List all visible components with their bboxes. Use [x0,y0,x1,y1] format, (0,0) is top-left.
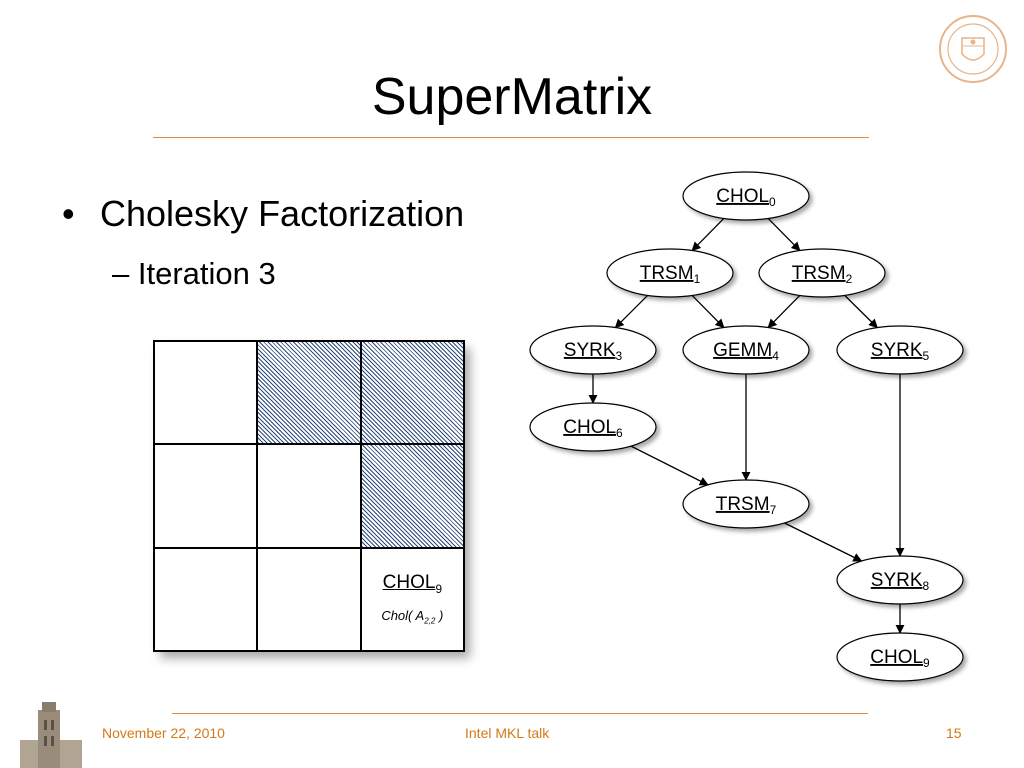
dag-node-trsm1: TRSM1 [606,248,734,298]
dag-edge-chol0-trsm1 [691,218,725,252]
dag-edge-chol0-trsm2 [767,218,801,252]
dag-edge-chol6-trsm7 [630,445,709,486]
dag-node-syrk8: SYRK8 [836,555,964,605]
dag-node-label: SYRK8 [871,570,930,593]
bullet-item: •Cholesky Factorization [62,193,465,234]
matrix-block-2-0 [153,546,259,652]
slide-title: SuperMatrix [371,68,653,126]
dag-edge-trsm7-syrk8 [784,522,863,562]
dag-node-label: TRSM2 [792,263,853,286]
dag-node-chol6: CHOL6 [529,402,657,452]
dag-node-syrk5: SYRK5 [836,325,964,375]
matrix-block-label: CHOL9 [382,571,442,596]
footer-divider [172,713,868,714]
dag-node-trsm2: TRSM2 [758,248,886,298]
matrix-block-1-1 [256,443,362,549]
dag-edge-trsm2-gemm4 [767,295,801,329]
dag-edge-trsm2-syrk5 [844,294,878,329]
dag-node-chol0: CHOL0 [682,171,810,221]
dag-node-label: SYRK3 [564,340,623,363]
title-divider [153,137,869,138]
dag-node-label: CHOL6 [563,417,623,440]
subbullet-item: – Iteration 3 [112,256,276,291]
dag-node-label: SYRK5 [871,340,930,363]
page-number: 15 [946,725,962,741]
matrix-block-formula: Chol( A2,2 ) [381,607,444,626]
dag-edge-trsm1-syrk3 [614,294,649,329]
bullet-text: Cholesky Factorization [100,193,465,234]
university-seal-icon [939,15,1007,83]
dag-node-label: CHOL9 [870,647,930,670]
matrix-block-1-2 [359,443,465,549]
dag-node-chol9: CHOL9 [836,632,964,682]
tower-photo-icon [0,700,96,768]
dag-node-gemm4: GEMM4 [682,325,810,375]
dag-node-label: CHOL0 [716,186,776,209]
dag-node-label: TRSM1 [640,263,701,286]
footer-date: November 22, 2010 [102,725,225,741]
footer-center: Intel MKL talk [465,725,550,741]
dag-node-label: TRSM7 [716,494,777,517]
dag-node-trsm7: TRSM7 [682,479,810,529]
dag-node-syrk3: SYRK3 [529,325,657,375]
matrix-block-0-1 [256,340,362,446]
dag-node-label: GEMM4 [713,340,779,363]
dag-edge-trsm1-gemm4 [691,295,725,329]
